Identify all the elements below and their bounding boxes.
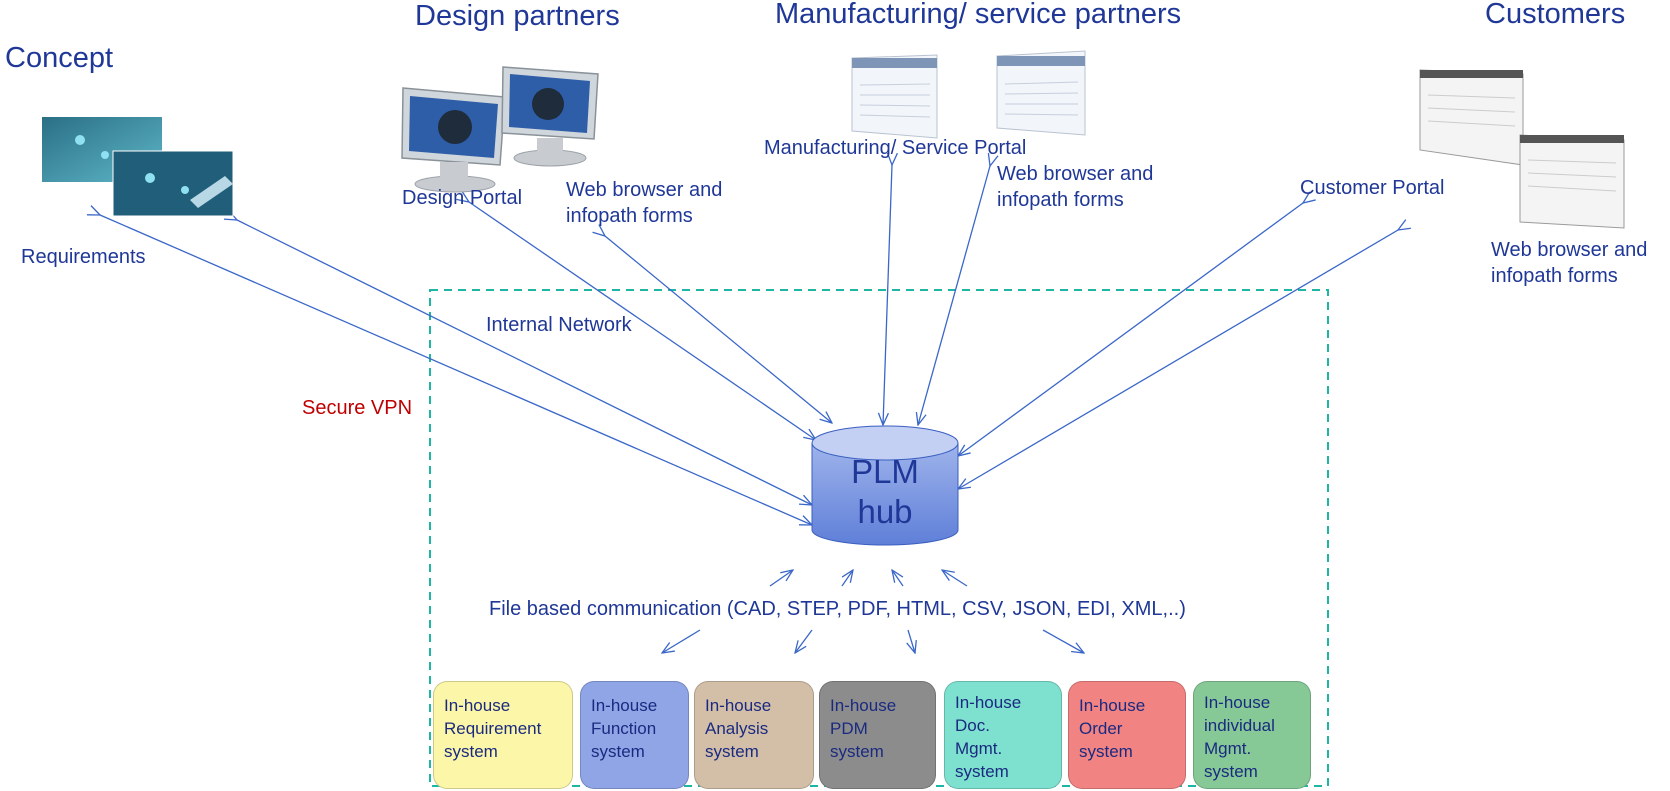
- label-mfg-web-line1: Web browser and: [997, 163, 1154, 185]
- arrow-mfg-portal: [883, 165, 892, 425]
- plm-hub-cylinder: [811, 425, 959, 546]
- inhouse-system-line: individual: [1204, 716, 1275, 735]
- inhouse-system-line: Function: [591, 719, 657, 738]
- arrow-up-3: [892, 570, 904, 587]
- arrow-down-1: [662, 629, 701, 653]
- concept-image-icon: [42, 117, 234, 217]
- inhouse-system-line: In-house: [955, 693, 1022, 712]
- arrow-up-2: [841, 570, 853, 587]
- plm-hub-label: PLM hub: [820, 452, 950, 532]
- mfg-portal-screenshot-icon-2: [996, 50, 1086, 136]
- customer-portal-screenshot-icon-2: [1519, 134, 1625, 229]
- inhouse-system-line: system: [1204, 762, 1258, 781]
- label-file-communication: File based communication (CAD, STEP, PDF…: [489, 598, 1186, 620]
- inhouse-system-line: In-house: [830, 696, 897, 715]
- inhouse-system-line: In-house: [1204, 693, 1271, 712]
- title-customers: Customers: [1485, 0, 1626, 30]
- label-requirements: Requirements: [21, 246, 146, 268]
- inhouse-system-line: Analysis: [705, 719, 769, 738]
- plm-hub-line1: PLM: [851, 453, 919, 490]
- arrow-customer-portal: [958, 203, 1303, 456]
- label-customer-web-browser: Web browser and infopath forms: [1491, 237, 1647, 289]
- inhouse-system-line: In-house: [705, 696, 772, 715]
- label-design-web-line2: infopath forms: [566, 205, 693, 227]
- label-mfg-web-browser: Web browser and infopath forms: [997, 161, 1153, 213]
- customer-portal-screenshot-icon-1: [1419, 69, 1524, 166]
- inhouse-system-line: Requirement: [444, 719, 542, 738]
- design-monitor-icon-2: [501, 66, 599, 167]
- label-mfg-web-line2: infopath forms: [997, 189, 1124, 211]
- arrow-up-1: [769, 570, 793, 587]
- label-cust-web-line2: infopath forms: [1491, 265, 1618, 287]
- inhouse-system-line: system: [444, 742, 498, 761]
- arrow-design-web: [605, 236, 832, 423]
- plm-hub-line2: hub: [857, 493, 913, 530]
- label-secure-vpn: Secure VPN: [302, 397, 413, 419]
- arrow-down-2: [795, 629, 813, 653]
- inhouse-system-line: In-house: [591, 696, 658, 715]
- arrow-up-4: [942, 570, 968, 587]
- label-internal-network: Internal Network: [486, 314, 632, 336]
- inhouse-system-line: system: [830, 742, 884, 761]
- inhouse-system-line: In-house: [444, 696, 511, 715]
- label-cust-web-line1: Web browser and: [1491, 239, 1648, 261]
- arrow-requirements-b: [237, 220, 812, 505]
- inhouse-system-line: system: [705, 742, 759, 761]
- label-mfg-portal: Manufacturing/ Service Portal: [764, 137, 1027, 159]
- design-monitor-icon-1: [401, 87, 506, 193]
- inhouse-system-line: Order: [1079, 719, 1123, 738]
- arrow-down-4: [1042, 629, 1084, 653]
- title-concept: Concept: [5, 42, 114, 74]
- label-design-web-browser: Web browser and infopath forms: [566, 177, 722, 229]
- label-design-portal: Design Portal: [402, 187, 523, 209]
- arrow-mfg-web: [918, 166, 990, 425]
- inhouse-system-line: system: [1079, 742, 1133, 761]
- title-design-partners: Design partners: [415, 0, 620, 32]
- label-design-web-line1: Web browser and: [566, 179, 723, 201]
- inhouse-system-line: Mgmt.: [1204, 739, 1252, 758]
- arrow-requirements-a: [100, 215, 812, 525]
- inhouse-system-line: Mgmt.: [955, 739, 1003, 758]
- mfg-portal-screenshot-icon-1: [851, 54, 938, 139]
- inhouse-system-line: system: [955, 762, 1009, 781]
- label-customer-portal: Customer Portal: [1300, 177, 1445, 199]
- inhouse-system-line: PDM: [830, 719, 868, 738]
- arrow-customer-web: [958, 230, 1398, 489]
- arrow-down-3: [908, 629, 915, 653]
- inhouse-system-line: In-house: [1079, 696, 1146, 715]
- inhouse-system-line: Doc.: [955, 716, 990, 735]
- inhouse-system-line: system: [591, 742, 645, 761]
- title-manufacturing-partners: Manufacturing/ service partners: [775, 0, 1182, 30]
